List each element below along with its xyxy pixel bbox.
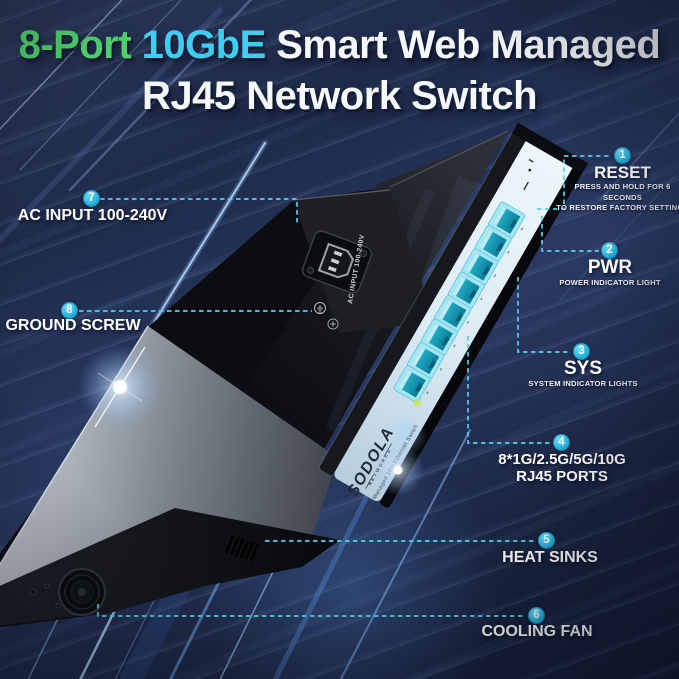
title-part-green: 8-Port	[18, 23, 132, 67]
callout-label: RESET	[594, 163, 651, 182]
callout-label: 8*1G/2.5G/5G/10G	[498, 451, 626, 468]
title-part-rest: Smart Web Managed	[276, 23, 661, 67]
title-part-cyan: 10GbE	[141, 23, 267, 67]
callout-label: PWR	[587, 257, 633, 278]
callout-number-6: 6	[528, 607, 545, 624]
callout-subtext: POWER INDICATOR LIGHT	[559, 278, 661, 287]
callout-cooling-fan: COOLING FAN	[467, 623, 607, 641]
callout-subtext: SYSTEM INDICATOR LIGHTS	[528, 379, 638, 388]
callout-number-1: 1	[614, 147, 631, 164]
callout-label: HEAT SINKS	[502, 549, 598, 566]
callout-subtext: TO RESTORE FACTORY SETTINGS	[556, 203, 679, 212]
callout-label: AC INPUT 100-240V	[17, 207, 168, 224]
callout-heat-sinks: HEAT SINKS	[480, 549, 620, 567]
title-line-2: RJ45 Network Switch	[141, 74, 538, 118]
callout-number-4: 4	[553, 434, 570, 451]
callout-pwr: PWR POWER INDICATOR LIGHT	[540, 257, 679, 289]
callout-label: COOLING FAN	[481, 623, 593, 640]
callout-number-5: 5	[538, 532, 555, 549]
callout-label: RJ45 PORTS	[516, 468, 608, 485]
callout-reset: RESET PRESS AND HOLD FOR 6 SECONDS TO RE…	[555, 163, 679, 214]
callout-label: SYS	[563, 358, 603, 379]
callout-subtext: PRESS AND HOLD FOR 6 SECONDS	[574, 182, 671, 202]
callout-ac-input: AC INPUT 100-240V	[15, 207, 170, 225]
callout-rj45-ports: 8*1G/2.5G/5G/10G RJ45 PORTS	[487, 451, 637, 485]
callout-label: GROUND SCREW	[5, 317, 141, 334]
callout-ground-screw: GROUND SCREW	[3, 317, 143, 335]
callout-sys: SYS SYSTEM INDICATOR LIGHTS	[513, 358, 653, 390]
callout-number-7: 7	[83, 190, 100, 207]
